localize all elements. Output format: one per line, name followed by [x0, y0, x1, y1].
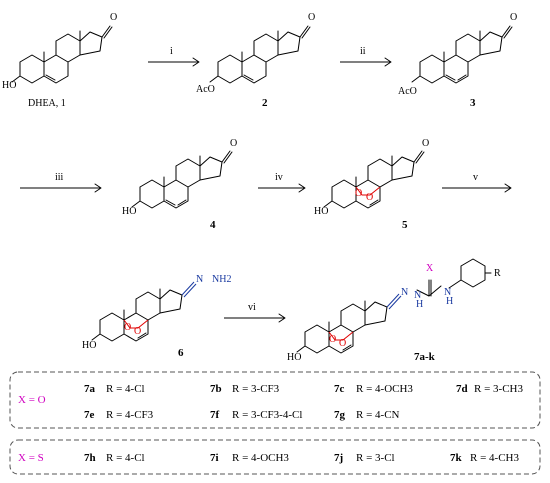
row-o1-id-1: 7b [210, 383, 222, 395]
step-ii-label: ii [360, 46, 366, 57]
row-s1-id-3: 7k [450, 452, 463, 464]
step-vi-label: vi [248, 302, 256, 313]
row-s1-id-1: 7i [210, 452, 219, 464]
row-o1-r-1: R = 3-CF3 [232, 383, 280, 395]
row-s1-r-3: R = 4-CH3 [470, 452, 519, 464]
step-i-label: i [170, 46, 173, 57]
row-o2-id-0: 7e [84, 409, 95, 421]
compound-6-peroxide-o1: O [124, 322, 131, 333]
row-o1-id-3: 7d [456, 383, 468, 395]
group-s-x-label: X = S [18, 452, 44, 464]
compound-3-carbonyl-o: O [510, 12, 517, 23]
compound-1-label: DHEA, 1 [28, 98, 66, 109]
row-o1-r-0: R = 4-Cl [106, 383, 145, 395]
row-o2-id-1: 7f [210, 409, 220, 421]
compound-7-peroxide-o2: O [339, 338, 346, 349]
arrow-step-vi-head [278, 313, 286, 323]
compound-1-structure [11, 25, 113, 84]
row-o2-r-1: R = 3-CF3-4-Cl [232, 409, 302, 421]
compound-5-ho: HO [314, 206, 328, 217]
step-v-label: v [473, 172, 478, 183]
row-s1-id-2: 7j [334, 452, 343, 464]
step-iv-label: iv [275, 172, 283, 183]
compound-7-label: 7a-k [414, 351, 436, 363]
compound-7-r: R [494, 268, 501, 279]
compound-5-carbonyl-o: O [422, 138, 429, 149]
compound-3-aco: AcO [398, 86, 417, 97]
row-s1-r-2: R = 3-Cl [356, 452, 395, 464]
row-s1-r-0: R = 4-Cl [106, 452, 145, 464]
arrow-step-i-head [192, 57, 200, 67]
compound-5-peroxide-o1: O [355, 188, 362, 199]
compound-7-peroxide-o1: O [329, 334, 336, 345]
compound-7-x: X [426, 263, 434, 274]
compound-1-carbonyl-o: O [110, 12, 117, 23]
compound-3-label: 3 [470, 97, 476, 109]
compound-4-carbonyl-o: O [230, 138, 237, 149]
row-o1-r-2: R = 4-OCH3 [356, 383, 413, 395]
table-box-x-s [9, 439, 541, 475]
row-s1-id-0: 7h [84, 452, 96, 464]
compound-5-label: 5 [402, 219, 408, 231]
compound-6-nh2: NH2 [212, 274, 231, 285]
compound-4-label: 4 [210, 219, 216, 231]
compound-2-structure [209, 25, 311, 84]
compound-5-peroxide-o2: O [366, 192, 373, 203]
compound-6-label: 6 [178, 347, 184, 359]
compound-7-nh-h: H [416, 299, 423, 310]
row-o2-r-2: R = 4-CN [356, 409, 400, 421]
compound-1-ho: HO [2, 80, 16, 91]
arrow-step-iv-head [298, 183, 306, 193]
compound-7-nh2-h: H [446, 296, 453, 307]
row-s1-r-1: R = 4-OCH3 [232, 452, 289, 464]
arrow-step-iii-head [94, 183, 102, 193]
compound-7-nh: N [414, 290, 421, 301]
compound-6-n: N [196, 274, 203, 285]
row-o1-r-3: R = 3-CH3 [474, 383, 523, 395]
compound-7-structure [296, 258, 492, 354]
row-o1-id-2: 7c [334, 383, 345, 395]
compound-7-n1: N [401, 287, 408, 298]
compound-2-aco: AcO [196, 84, 215, 95]
compound-4-ho: HO [122, 206, 136, 217]
row-o1-id-0: 7a [84, 383, 96, 395]
arrow-step-v-head [504, 183, 512, 193]
step-iii-label: iii [55, 172, 64, 183]
compound-7-ho: HO [287, 352, 301, 363]
compound-3-structure [411, 25, 513, 84]
compound-5-structure [323, 150, 425, 209]
table-box-x-o [9, 371, 541, 429]
row-o2-id-2: 7g [334, 409, 346, 421]
compound-2-carbonyl-o: O [308, 12, 315, 23]
row-o2-r-0: R = 4-CF3 [106, 409, 154, 421]
arrow-step-ii-head [384, 57, 392, 67]
compound-6-ho: HO [82, 340, 96, 351]
compound-2-label: 2 [262, 97, 268, 109]
compound-7-nh2: N [444, 287, 451, 298]
compound-6-structure [91, 281, 197, 342]
compound-4-structure [131, 150, 233, 209]
group-o-x-label: X = O [18, 394, 46, 406]
compound-6-peroxide-o2: O [134, 326, 141, 337]
